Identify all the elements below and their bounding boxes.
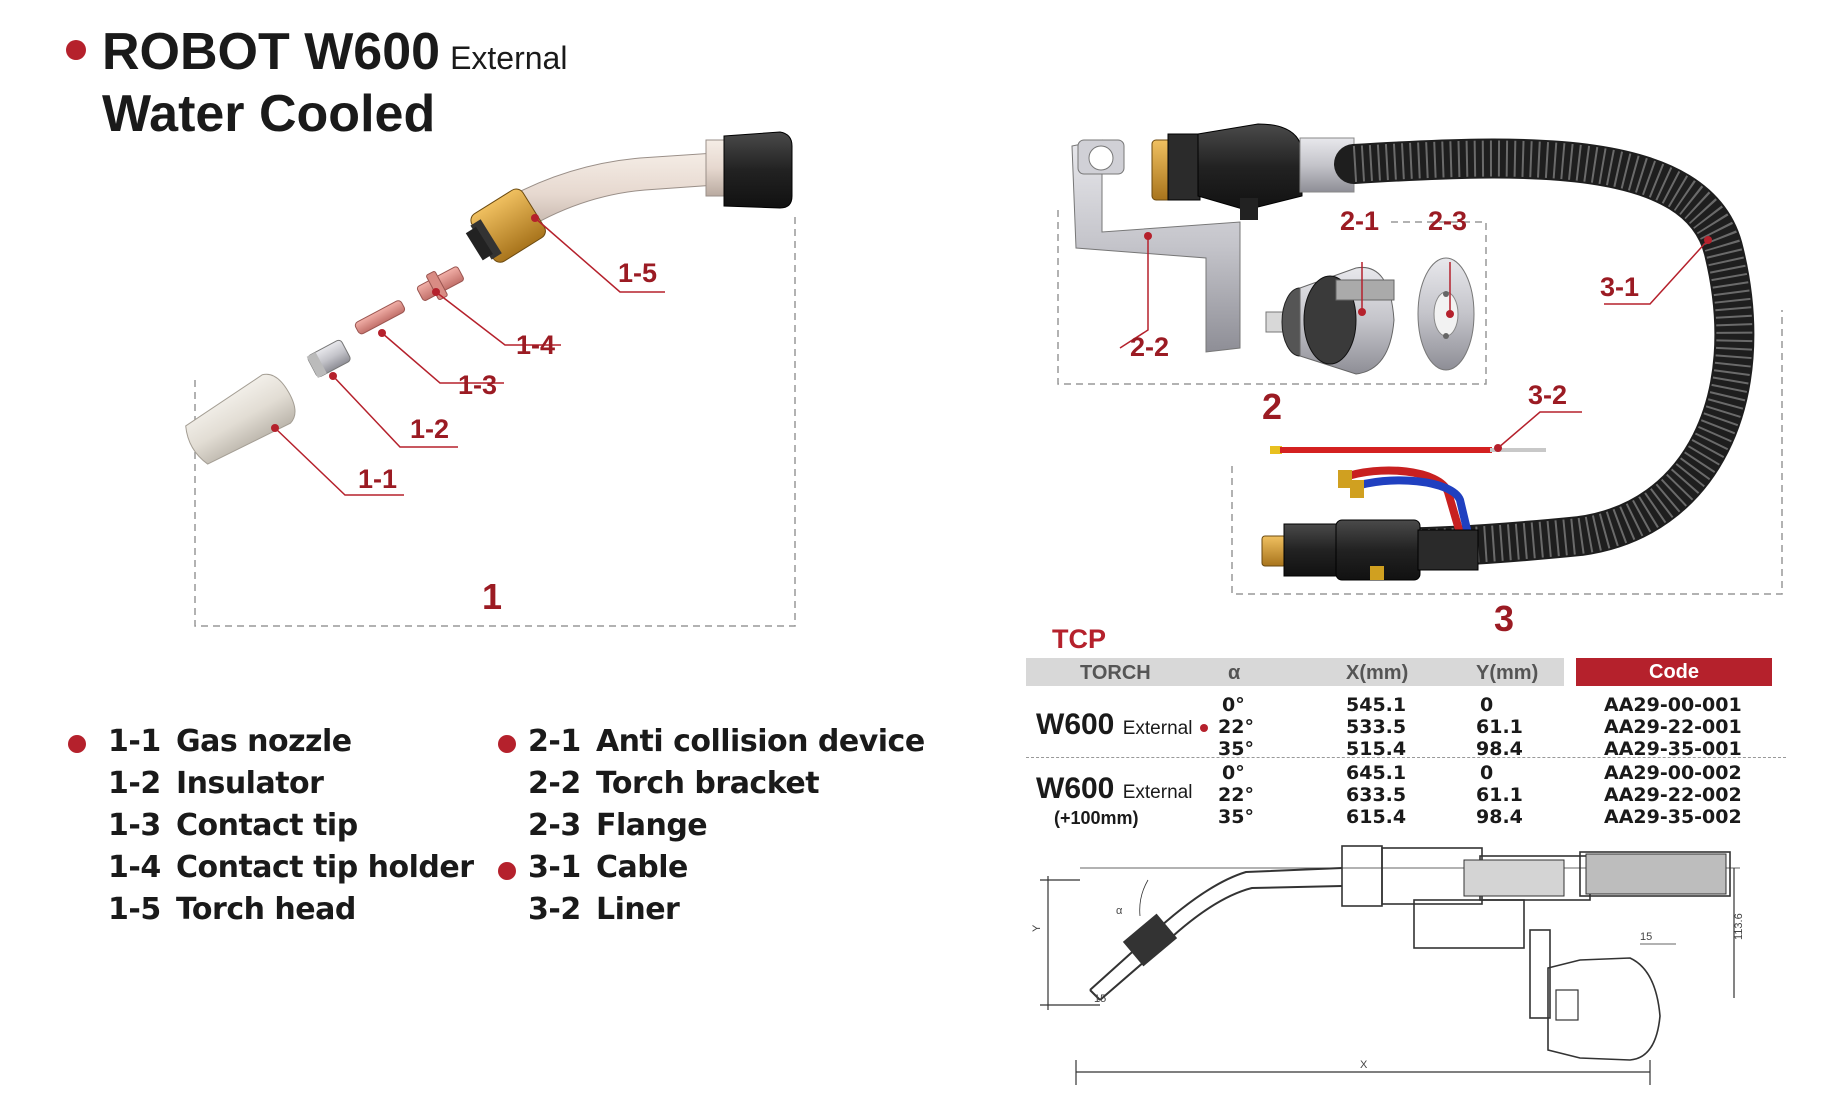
group-number-3: 3 xyxy=(1494,598,1515,639)
anti-collision-shape xyxy=(1265,266,1395,375)
table-cell-x: 615.4 xyxy=(1346,806,1407,828)
table-cell-alpha: 22° xyxy=(1218,716,1254,738)
table-cell-y: 61.1 xyxy=(1476,716,1523,738)
title-bullet xyxy=(66,40,86,60)
table-cell-y: 61.1 xyxy=(1476,784,1523,806)
table-cell-x: 545.1 xyxy=(1346,694,1407,716)
dim-alpha-label: α xyxy=(1116,905,1123,917)
legend-item: 3-1 Cable xyxy=(528,850,688,885)
callout-3-1: 3-1 xyxy=(1600,272,1640,302)
legend-item: 1-5 Torch head xyxy=(108,892,356,927)
cable-shape xyxy=(1151,123,1755,568)
header-torch: TORCH xyxy=(1080,662,1151,684)
legend-bullet-3 xyxy=(498,862,516,880)
callout-1-4: 1-4 xyxy=(516,330,556,360)
contact-tip-shape xyxy=(354,300,406,335)
legend-item: 2-1 Anti collision device xyxy=(528,724,925,759)
torch-variant: (+100mm) xyxy=(1054,808,1139,828)
callout-1-5: 1-5 xyxy=(618,258,658,288)
table-cell-y: 0 xyxy=(1480,694,1494,716)
table-cell-x: 633.5 xyxy=(1346,784,1407,806)
table-cell-alpha: 0° xyxy=(1222,762,1245,784)
table-cell-code: AA29-00-002 xyxy=(1604,762,1742,784)
group-number-2: 2 xyxy=(1262,386,1283,427)
gas-nozzle-shape xyxy=(185,373,296,465)
table-cell-code: AA29-22-002 xyxy=(1604,784,1742,806)
legend-item: 1-3 Contact tip xyxy=(108,808,358,843)
dim-x-label: X xyxy=(1360,1059,1368,1071)
table-cell-y: 0 xyxy=(1480,762,1494,784)
legend-item: 2-3 Flange xyxy=(528,808,708,843)
header-code: Code xyxy=(1576,658,1772,686)
group-3-frame xyxy=(1231,310,1783,595)
table-cell-code: AA29-00-001 xyxy=(1604,694,1742,716)
callout-2-2: 2-2 xyxy=(1130,332,1170,362)
torch-marker xyxy=(1200,724,1208,732)
table-header-bar xyxy=(1026,658,1564,686)
table-cell-code: AA29-22-001 xyxy=(1604,716,1742,738)
table-cell-x: 645.1 xyxy=(1346,762,1407,784)
page-subtitle: Water Cooled xyxy=(102,85,436,143)
table-cell-alpha: 22° xyxy=(1218,784,1254,806)
legend-item: 3-2 Liner xyxy=(528,892,680,927)
group-2-frame xyxy=(1057,210,1487,385)
group-2-3-leaders xyxy=(1119,236,1709,449)
torch-bracket-shape xyxy=(1071,139,1241,353)
callout-1-1: 1-1 xyxy=(358,464,398,494)
group-1-leaders xyxy=(274,217,665,496)
legend-bullet-2 xyxy=(498,735,516,753)
insulator-shape xyxy=(306,339,351,378)
table-cell-x: 533.5 xyxy=(1346,716,1407,738)
knurled-band xyxy=(1122,853,1727,967)
rear-connector-shape xyxy=(1261,466,1479,581)
liner-shape xyxy=(1270,446,1546,454)
dim-15a-label: 15 xyxy=(1094,993,1106,1005)
dim-113-label: 113.6 xyxy=(1733,913,1745,940)
dim-y-label: Y xyxy=(1031,924,1043,932)
header-x: X(mm) xyxy=(1346,662,1409,684)
table-divider xyxy=(1026,757,1786,758)
header-y: Y(mm) xyxy=(1476,662,1539,684)
torch-name: W600 External xyxy=(1036,772,1193,805)
legend-bullet-1 xyxy=(68,735,86,753)
torch-name: W600 External xyxy=(1036,708,1193,741)
table-cell-alpha: 0° xyxy=(1222,694,1245,716)
group-1-frame xyxy=(194,215,796,627)
legend-item: 1-4 Contact tip holder xyxy=(108,850,474,885)
group-number-1: 1 xyxy=(482,576,503,617)
legend-item: 2-2 Torch bracket xyxy=(528,766,820,801)
table-cell-y: 98.4 xyxy=(1476,738,1523,760)
table-cell-code: AA29-35-001 xyxy=(1604,738,1742,760)
contact-tip-holder-shape xyxy=(416,266,464,301)
tcp-title: TCP xyxy=(1052,624,1106,654)
callout-1-3: 1-3 xyxy=(458,370,498,400)
dim-15b-label: 15 xyxy=(1640,931,1652,943)
torch-head-shape xyxy=(465,131,793,263)
table-cell-code: AA29-35-002 xyxy=(1604,806,1742,828)
legend-item: 1-2 Insulator xyxy=(108,766,324,801)
legend-item: 1-1 Gas nozzle xyxy=(108,724,352,759)
callout-1-2: 1-2 xyxy=(410,414,450,444)
header-alpha: α xyxy=(1228,662,1241,684)
table-cell-y: 98.4 xyxy=(1476,806,1523,828)
title-suffix: External xyxy=(450,40,568,76)
table-cell-alpha: 35° xyxy=(1218,738,1254,760)
callout-2-1: 2-1 xyxy=(1340,206,1380,236)
table-cell-x: 515.4 xyxy=(1346,738,1407,760)
callout-2-3: 2-3 xyxy=(1428,206,1468,236)
callout-3-2: 3-2 xyxy=(1528,380,1568,410)
table-cell-alpha: 35° xyxy=(1218,806,1254,828)
